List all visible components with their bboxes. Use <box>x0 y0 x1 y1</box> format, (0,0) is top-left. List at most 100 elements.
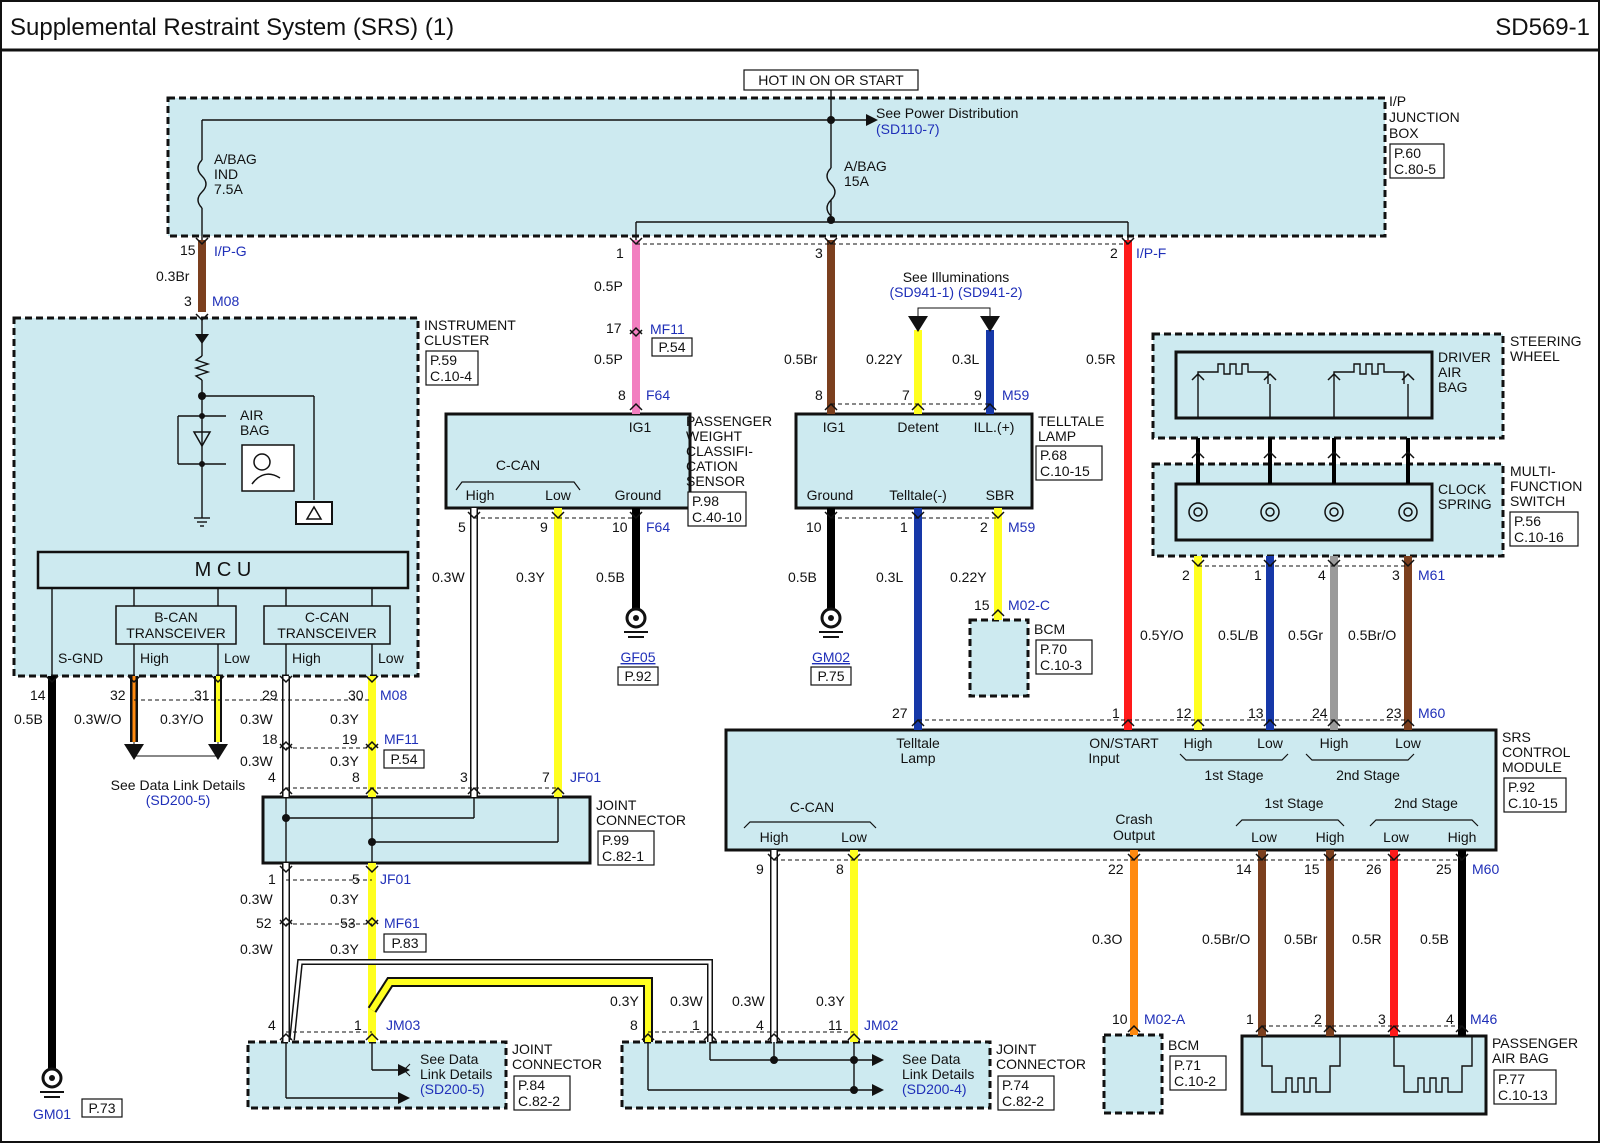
fuse1-sub: IND <box>214 166 238 182</box>
mfs-ref-1: P.56 <box>1514 513 1541 529</box>
airbag-warning-icon-face <box>253 453 271 471</box>
ccan-high-label: High <box>292 650 321 666</box>
pin: 5 <box>352 871 360 887</box>
driver-airbag-name-2: AIR <box>1438 364 1461 380</box>
pin-terminals <box>45 237 1469 1041</box>
illum-text: See Illuminations <box>903 269 1010 285</box>
conn-jf01-b: JF01 <box>380 871 411 887</box>
jm03-datalink-1: See Data <box>420 1051 479 1067</box>
driver-airbag-name-3: BAG <box>1438 379 1468 395</box>
bcm-top-ref-1: P.70 <box>1040 641 1067 657</box>
srs-crash-1: Crash <box>1115 811 1152 827</box>
conn-mf61: MF61 <box>384 915 420 931</box>
pwcs-name-1: PASSENGER <box>686 413 772 429</box>
illum-refs: (SD941-1) (SD941-2) <box>889 284 1022 300</box>
pin: 10 <box>612 519 628 535</box>
splice-dot <box>850 1086 858 1094</box>
pin: 2 <box>1182 567 1190 583</box>
illum-brace <box>917 307 991 318</box>
wire-label: 0.5Br <box>784 351 818 367</box>
conn-jm02: JM02 <box>864 1017 898 1033</box>
jm02-ref-box <box>997 1075 1055 1111</box>
pin: 11 <box>828 1017 843 1033</box>
wire-label: 0.3O <box>1092 931 1122 947</box>
driver-airbag-box <box>1174 350 1434 420</box>
cluster-name-2: CLUSTER <box>424 332 489 348</box>
ccan-low-label: Low <box>378 650 405 666</box>
telltale-ref-box <box>1035 445 1103 481</box>
ground-gm01-ref-box <box>81 1098 123 1118</box>
pin: 26 <box>1366 861 1382 877</box>
pin: 1 <box>354 1017 362 1033</box>
srs-b-high-1: High <box>1316 829 1345 845</box>
conn-m61: M61 <box>1418 567 1445 583</box>
ccan-transceiver-box <box>263 605 391 645</box>
pin: 53 <box>340 915 356 931</box>
telltale-ill: ILL.(+) <box>974 419 1015 435</box>
srs-stage1-brace-bottom <box>1235 819 1345 827</box>
telltale-name-1: TELLTALE <box>1038 413 1104 429</box>
wire-label: 0.22Y <box>866 351 903 367</box>
srs-top-high-2: High <box>1320 735 1349 751</box>
conn-m02c: M02-C <box>1008 597 1050 613</box>
telltale-detent: Detent <box>897 419 938 435</box>
pin: 5 <box>458 519 466 535</box>
wire-label: 0.22Y <box>950 569 987 585</box>
srs-stage2-bottom: 2nd Stage <box>1394 795 1458 811</box>
pwcs-ig1: IG1 <box>629 419 652 435</box>
srs-onstart-1: ON/START <box>1089 735 1159 751</box>
telltale-ref-2: C.10-15 <box>1040 463 1090 479</box>
mfs-name-1: MULTI- <box>1510 463 1556 479</box>
mf11-ref-box <box>651 337 693 357</box>
airbag-label-1: AIR <box>240 407 263 423</box>
wire-label: 0.3Y/O <box>160 711 204 727</box>
conn-f64: F64 <box>646 387 670 403</box>
jm03-ref-box <box>513 1075 571 1111</box>
pin: 3 <box>184 293 192 309</box>
cluster-ref-box <box>425 350 479 386</box>
srs-telltale-1: Telltale <box>896 735 940 751</box>
jm02-ref-2: C.82-2 <box>1002 1093 1044 1109</box>
conn-m08: M08 <box>212 293 239 309</box>
srs-onstart-2: Input <box>1088 750 1119 766</box>
splice-dot <box>368 838 376 846</box>
splice-dot <box>199 461 205 467</box>
joint-connector-jm03-box <box>246 1040 508 1110</box>
wire-label: 0.3L <box>876 569 903 585</box>
conn-m02a: M02-A <box>1144 1011 1186 1027</box>
pin: 3 <box>1378 1011 1386 1027</box>
passenger-airbag-ref-box <box>1493 1069 1557 1105</box>
mcu-label: M C U <box>195 559 252 581</box>
ccan-label-1: C-CAN <box>305 609 349 625</box>
ground-gm02: GM02 <box>812 649 850 665</box>
splice-dot <box>198 392 206 400</box>
pin: 8 <box>618 387 626 403</box>
wire-label: 0.5Br <box>1284 931 1318 947</box>
jb-ref-2: C.80-5 <box>1394 161 1436 177</box>
splice-dot <box>282 814 290 822</box>
pin: 22 <box>1108 861 1124 877</box>
wire-label: 0.3Y <box>816 993 845 1009</box>
airbag-label-2: BAG <box>240 422 270 438</box>
jm02-datalink-2: Link Details <box>902 1066 974 1082</box>
pwcs-low: Low <box>545 487 572 503</box>
ground-gm01: GM01 <box>33 1106 71 1122</box>
ground-gf05-symbol <box>624 607 648 638</box>
pin: 4 <box>1446 1011 1454 1027</box>
telltale-sbr: SBR <box>986 487 1015 503</box>
bcm-bottom-ref-2: C.10-2 <box>1174 1073 1216 1089</box>
wire-label: 0.5L/B <box>1218 627 1258 643</box>
pin: 9 <box>540 519 548 535</box>
see-power-arrow <box>866 114 878 126</box>
pin: 1 <box>1254 567 1262 583</box>
pin: 2 <box>1110 245 1118 261</box>
mf11-ref-b: P.54 <box>391 751 418 767</box>
pin: 10 <box>806 519 822 535</box>
fuse1-name: A/BAG <box>214 151 257 167</box>
conn-m46: M46 <box>1470 1011 1497 1027</box>
pin: 7 <box>542 769 550 785</box>
pwcs-ccan: C-CAN <box>496 457 540 473</box>
cluster-diode-arrow <box>195 334 209 344</box>
pin: 4 <box>268 1017 276 1033</box>
